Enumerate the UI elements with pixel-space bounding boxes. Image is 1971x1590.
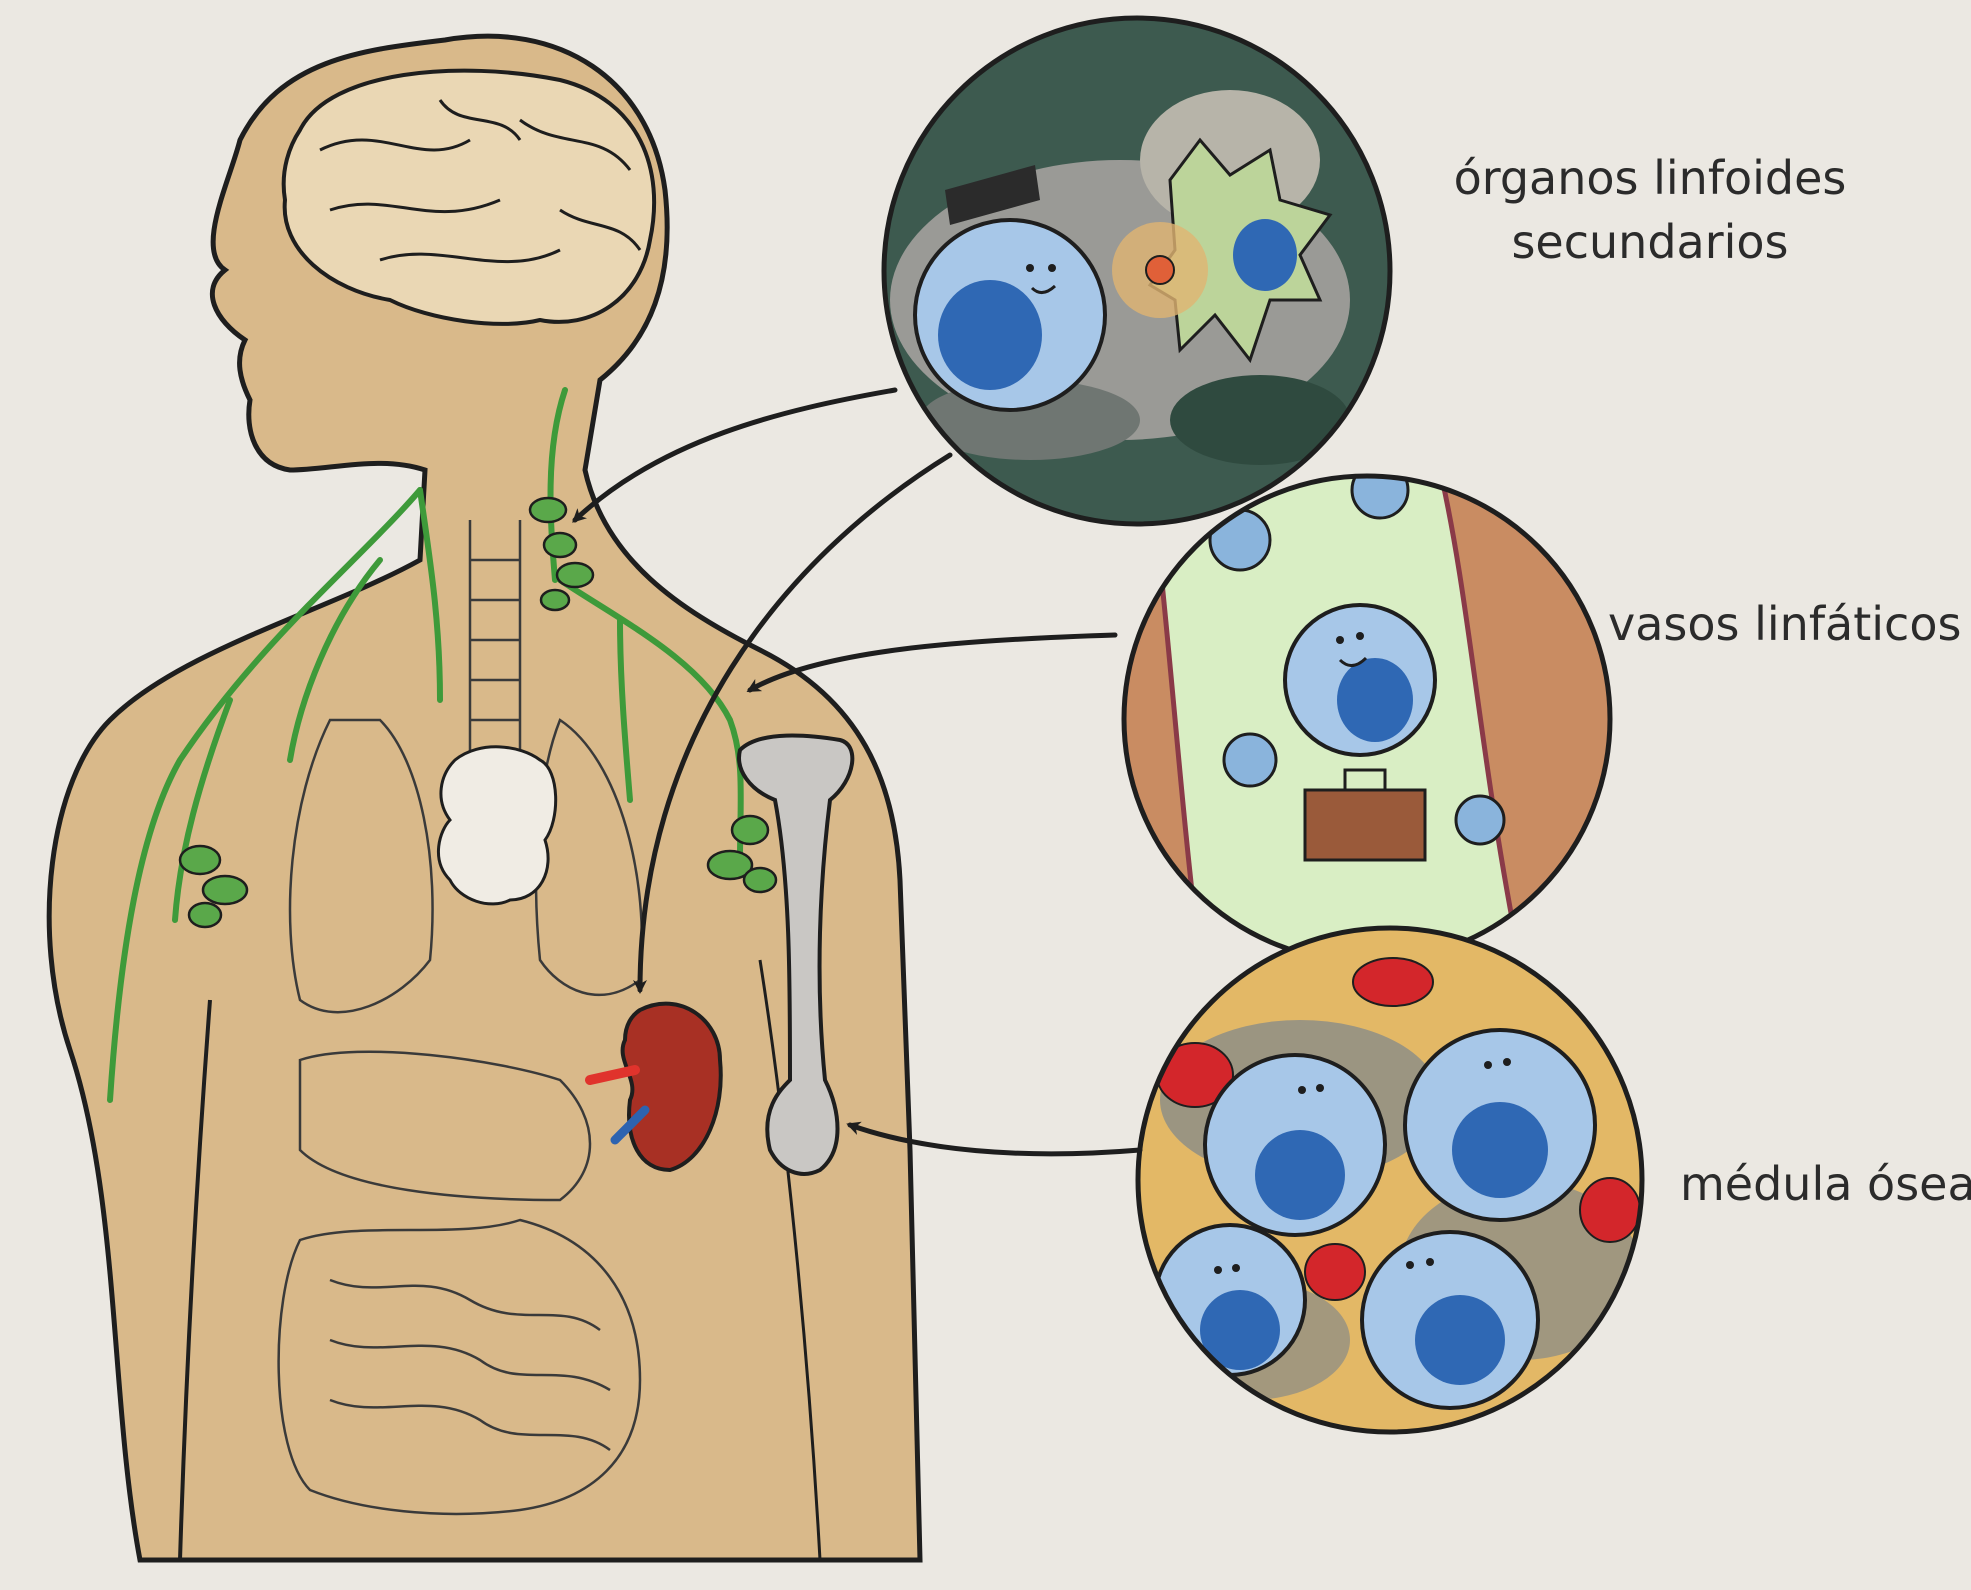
label-secondary-organs-line1: órganos linfoides [1440, 146, 1860, 210]
zoom-circle-secondary-organs [884, 18, 1390, 524]
arrow-organs-to-neck [575, 390, 895, 520]
label-secondary-organs: órganos linfoides secundarios [1440, 146, 1860, 274]
zoom-circle-lymph-vessels [1124, 462, 1610, 962]
label-secondary-organs-line2: secundarios [1440, 210, 1860, 274]
label-lymph-vessels: vasos linfáticos [1608, 592, 1963, 656]
zoom-circle-bone-marrow [1138, 928, 1642, 1432]
thymus [438, 747, 555, 904]
label-bone-marrow: médula ósea [1680, 1152, 1965, 1216]
